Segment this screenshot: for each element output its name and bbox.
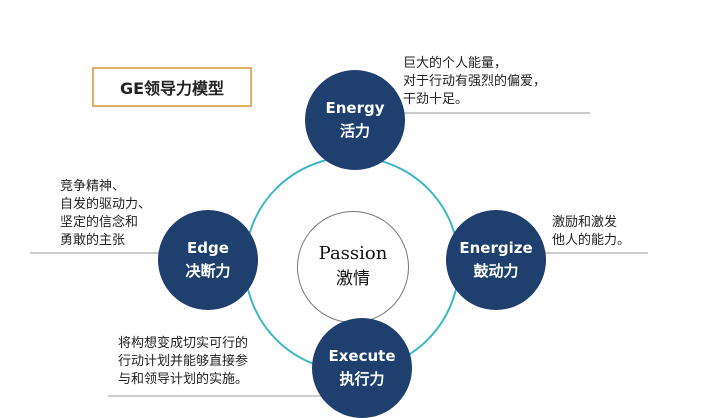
description-line: 竞争精神、 (60, 179, 126, 194)
center-label-zh: 激情 (336, 269, 370, 289)
description-line: 他人的能力。 (552, 233, 631, 248)
node-edge-label-en: Edge (187, 239, 229, 257)
node-edge: Edge 决断力 (158, 210, 258, 310)
description-line: 对于行动有强烈的偏爱， (403, 74, 547, 89)
node-energy-label-zh: 活力 (339, 122, 370, 140)
description-line: 与和领导计划的实施。 (118, 372, 249, 387)
description-line: 干劲十足。 (403, 92, 469, 107)
description-edge: 竞争精神、 自发的驱动力、 坚定的信念和 勇敢的主张 (60, 178, 151, 250)
node-execute-label-en: Execute (328, 347, 396, 365)
node-energize: Energize 鼓动力 (446, 210, 546, 310)
description-execute: 将构想变成切实可行的 行动计划并能够直接参 与和领导计划的实施。 (118, 335, 248, 389)
description-line: 行动计划并能够直接参 (118, 354, 249, 369)
description-line: 将构想变成切实可行的 (118, 336, 249, 351)
center-circle-passion: Passion 激情 (297, 211, 409, 323)
diagram-title: GE领导力模型 (92, 67, 252, 107)
description-line: 激励和激发 (552, 215, 618, 230)
node-energy: Energy 活力 (305, 70, 405, 170)
description-line: 坚定的信念和 (60, 215, 139, 230)
description-energize: 激励和激发 他人的能力。 (552, 214, 630, 250)
node-execute: Execute 执行力 (312, 318, 412, 418)
description-line: 勇敢的主张 (60, 233, 126, 248)
node-execute-label-zh: 执行力 (339, 370, 385, 388)
node-energize-label-en: Energize (459, 239, 533, 257)
node-energize-label-zh: 鼓动力 (473, 262, 519, 280)
node-edge-label-zh: 决断力 (185, 262, 231, 280)
node-energy-label-en: Energy (325, 99, 385, 117)
center-label-en: Passion (318, 243, 388, 264)
description-line: 巨大的个人能量， (403, 56, 508, 71)
description-energy: 巨大的个人能量， 对于行动有强烈的偏爱， 干劲十足。 (403, 55, 546, 109)
description-line: 自发的驱动力、 (60, 197, 152, 212)
